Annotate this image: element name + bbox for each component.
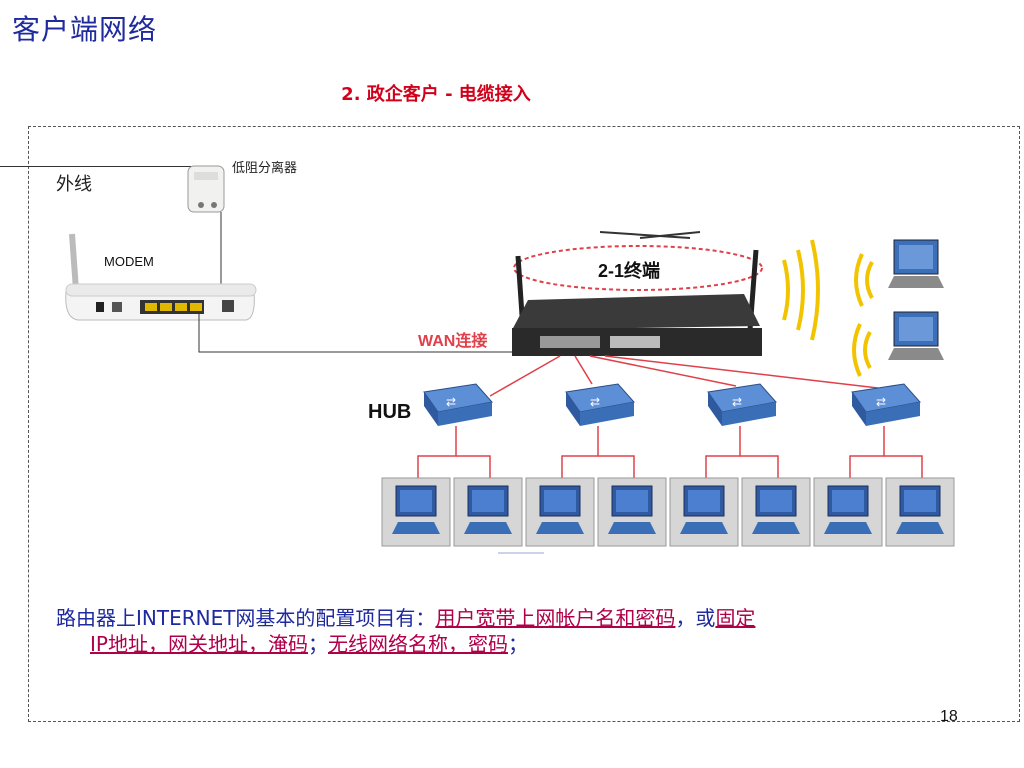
config-item-static-a: 固定	[715, 606, 756, 630]
config-item-account: 用户宽带上网帐户名和密码	[435, 606, 676, 630]
svg-text:⇄: ⇄	[590, 395, 600, 409]
terminal-highlight	[513, 245, 763, 291]
computer-7	[813, 477, 883, 547]
computer-5	[669, 477, 739, 547]
config-sep-1: ，或	[675, 606, 716, 630]
config-item-wireless: 无线网络名称，密码	[327, 632, 508, 656]
hub-label: HUB	[368, 401, 411, 423]
hub-switch-1: ⇄	[423, 383, 493, 426]
config-suffix: ；	[507, 632, 528, 656]
outer-line-label: 外线	[56, 174, 92, 195]
router-hub-wires	[489, 355, 879, 397]
svg-text:⇄: ⇄	[876, 395, 886, 409]
computer-1	[381, 477, 451, 547]
computer-6	[741, 477, 811, 547]
hub-switch-4: ⇄	[851, 383, 921, 426]
wifi-router-device	[512, 231, 762, 356]
config-sep-2: ；	[307, 632, 328, 656]
computer-4	[597, 477, 667, 547]
splitter-label: 低阻分离器	[232, 161, 298, 176]
modem-device	[65, 233, 257, 321]
diagram-frame	[28, 126, 1020, 722]
computer-8	[885, 477, 955, 547]
splitter-device	[187, 165, 225, 213]
computer-3	[525, 477, 595, 547]
svg-text:⇄: ⇄	[446, 395, 456, 409]
slide-title: 客户端网络	[12, 13, 158, 46]
hub-switch-2: ⇄	[565, 383, 635, 426]
page-number: 18	[940, 708, 958, 725]
hub-computer-wires	[417, 426, 923, 478]
laptop-bottom	[888, 311, 944, 360]
computer-row	[381, 477, 955, 547]
laptop-top	[888, 239, 944, 288]
slide-subtitle: 2. 政企客户 - 电缆接入	[341, 84, 531, 105]
config-item-static-b: IP地址，网关地址，淹码	[90, 632, 308, 656]
config-note: 路由器上INTERNET网基本的配置项目有：用户宽带上网帐户名和密码，或固定 I…	[56, 605, 976, 657]
hub-switch-3: ⇄	[707, 383, 777, 426]
svg-text:⇄: ⇄	[732, 395, 742, 409]
computer-2	[453, 477, 523, 547]
config-note-prefix: 路由器上INTERNET网基本的配置项目有：	[56, 606, 436, 630]
outer-line-wire	[0, 166, 200, 167]
modem-label: MODEM	[104, 254, 154, 269]
terminal-label: 2-1终端	[598, 260, 660, 281]
wifi-waves	[782, 239, 874, 377]
wan-label: WAN连接	[418, 331, 487, 350]
